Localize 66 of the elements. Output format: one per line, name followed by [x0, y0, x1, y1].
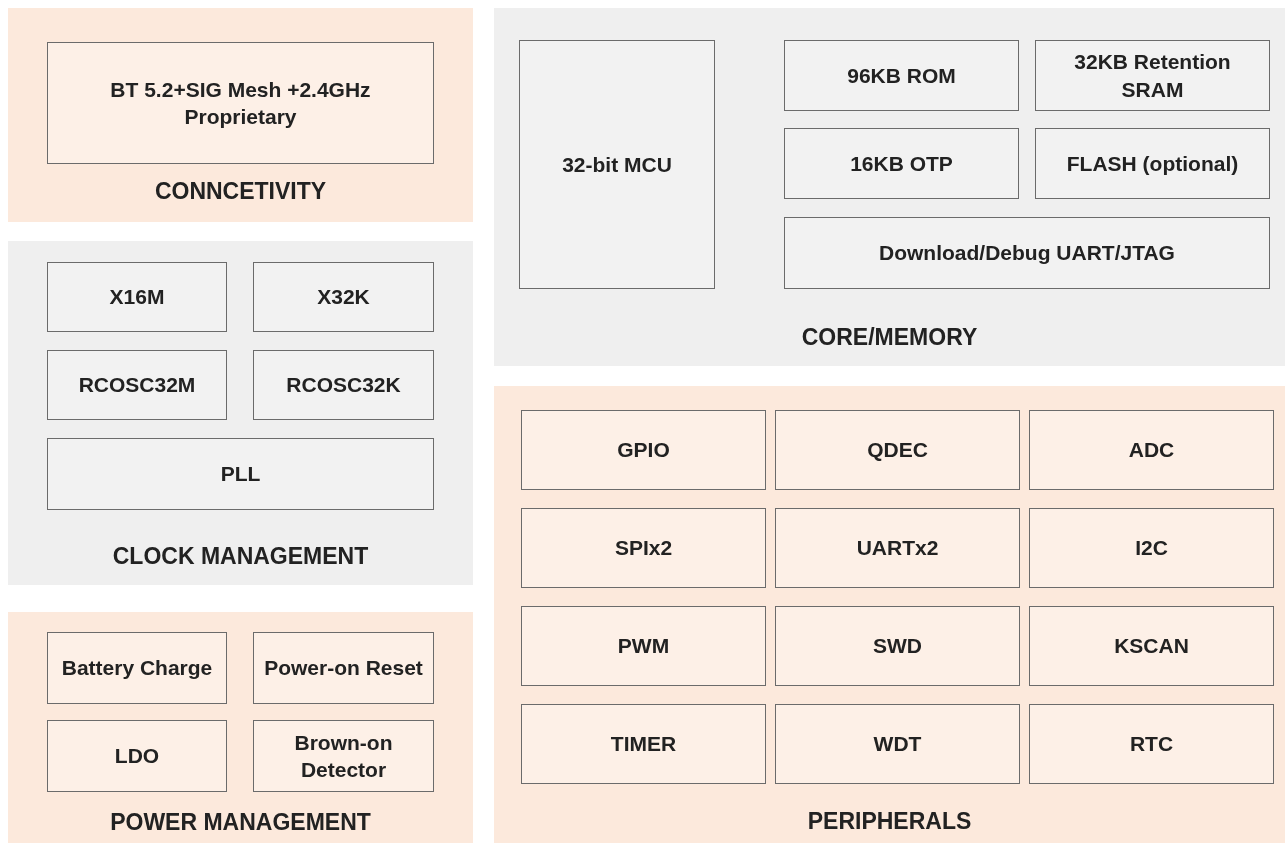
block-box [521, 704, 766, 784]
block-label: SPIx2 [613, 535, 674, 562]
block-label: GPIO [616, 437, 671, 464]
block-box [1029, 508, 1274, 588]
block-box [253, 632, 434, 704]
block-label: QDEC [866, 437, 929, 464]
block-box [1029, 704, 1274, 784]
block-box [47, 262, 227, 332]
group-heading: PERIPHERALS [806, 808, 973, 835]
block-box [1029, 410, 1274, 490]
block-box [775, 508, 1020, 588]
group-panel [494, 8, 1285, 366]
block-box [775, 606, 1020, 686]
block-box [521, 410, 766, 490]
block-label: TIMER [609, 731, 678, 758]
block-label: 32KB Retention SRAM [1073, 49, 1232, 103]
block-box [253, 720, 434, 792]
block-label: 32-bit MCU [561, 151, 673, 178]
block-box [47, 42, 434, 164]
block-label: PWM [616, 633, 671, 660]
block-box [47, 438, 434, 510]
block-label: X16M [108, 284, 166, 311]
block-label: WDT [872, 731, 923, 758]
block-box [784, 40, 1019, 111]
group-heading: CORE/MEMORY [800, 324, 979, 351]
block-label: FLASH (optional) [1065, 150, 1240, 177]
block-label: PLL [219, 461, 262, 488]
group-panel [8, 8, 473, 222]
block-label: LDO [113, 743, 161, 770]
block-label: KSCAN [1113, 633, 1190, 660]
block-box [47, 350, 227, 420]
group-panel [8, 612, 473, 843]
block-box [253, 262, 434, 332]
block-box [1035, 128, 1270, 199]
block-box [775, 410, 1020, 490]
block-label: I2C [1134, 535, 1169, 562]
block-label: 16KB OTP [849, 150, 954, 177]
block-box [784, 217, 1270, 289]
block-label: BT 5.2+SIG Mesh +2.4GHz Proprietary [109, 76, 372, 130]
block-box [47, 720, 227, 792]
block-label: X32K [316, 284, 371, 311]
group-heading: CLOCK MANAGEMENT [111, 543, 370, 570]
block-label: SWD [872, 633, 923, 660]
block-box [253, 350, 434, 420]
block-label: Battery Charge [60, 655, 214, 682]
group-heading: POWER MANAGEMENT [109, 809, 372, 836]
block-label: ADC [1127, 437, 1176, 464]
block-box [775, 704, 1020, 784]
block-label: 96KB ROM [846, 62, 957, 89]
group-heading: CONNCETIVITY [153, 178, 328, 205]
block-box [521, 508, 766, 588]
block-label: Power-on Reset [263, 655, 424, 682]
group-panel [8, 241, 473, 585]
block-box [1035, 40, 1270, 111]
block-box [521, 606, 766, 686]
block-label: RCOSC32M [77, 372, 197, 399]
block-label: RCOSC32K [285, 372, 402, 399]
block-box [519, 40, 715, 289]
block-label: UARTx2 [855, 535, 940, 562]
block-box [784, 128, 1019, 199]
group-panel [494, 386, 1285, 843]
block-label: Download/Debug UART/JTAG [878, 240, 1176, 267]
block-label: Brown-on Detector [293, 729, 394, 783]
block-box [1029, 606, 1274, 686]
block-label: RTC [1128, 731, 1175, 758]
block-box [47, 632, 227, 704]
